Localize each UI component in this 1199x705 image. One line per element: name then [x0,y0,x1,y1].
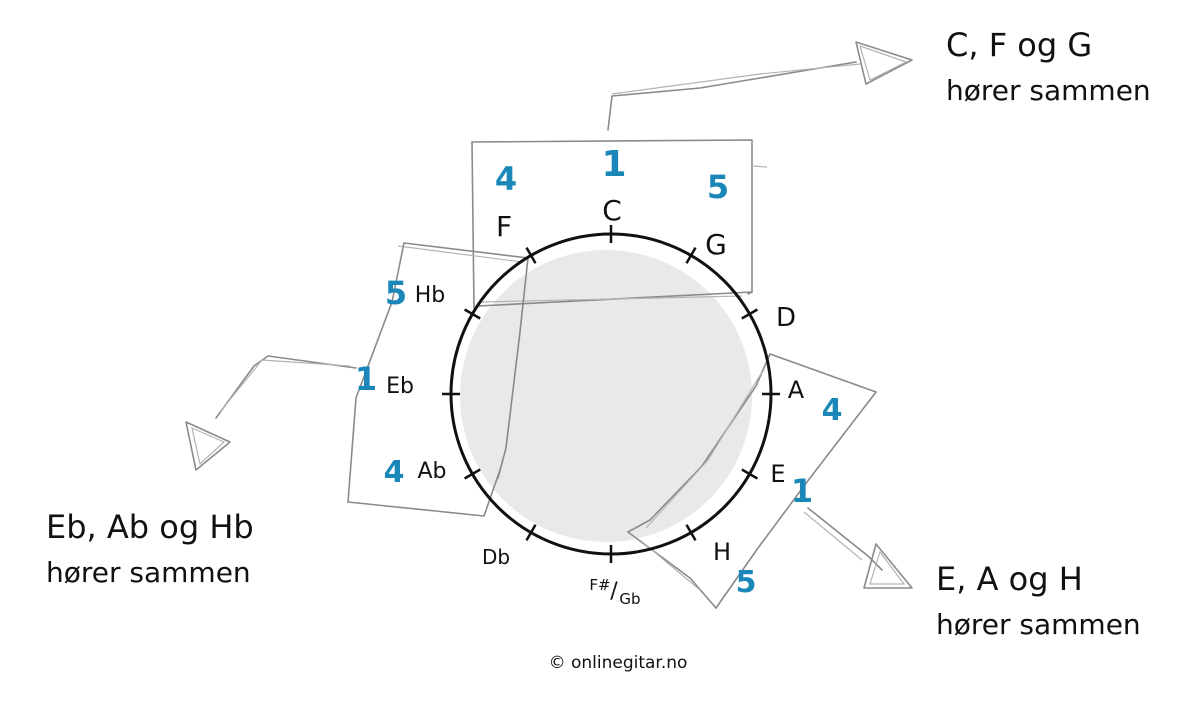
tick-d [741,308,759,320]
ring-ticks [442,225,780,563]
note-h-flat: Hb [415,283,446,308]
note-g-flat: Gb [619,590,640,608]
note-d-flat: Db [482,545,510,569]
c-group-box [471,139,768,309]
e-group-caption-line1: E, A og H [936,560,1083,598]
eb-group-caption-line1: Eb, Ab og Hb [46,508,254,546]
note-g: G [705,228,727,261]
tick-ab [463,468,481,480]
note-f-sharp: F# [589,576,610,594]
inner-disc [460,250,752,542]
c-group-caption-line2: hører sammen [946,74,1151,107]
e-group-arrow [803,507,913,589]
note-e-flat: Eb [386,374,414,399]
c-group-caption-line1: C, F og G [946,26,1092,64]
tick-h [685,524,697,542]
eb-group-degree-four: 4 [384,455,405,490]
e-group-degree-five: 5 [736,565,757,600]
eb-group-arrow [185,355,357,471]
e-group-caption-line2: hører sammen [936,608,1141,641]
eb-group-degree-five: 5 [385,274,407,312]
tick-e [741,468,759,480]
e-group-degree-four: 4 [822,393,843,428]
c-group-caption: C, F og G hører sammen [946,26,1151,107]
e-group-degree-one: 1 [791,472,813,510]
e-group-box [627,353,877,609]
eb-group-box [347,242,529,517]
note-a-flat: Ab [417,459,446,484]
c-group-degree-four: 4 [495,160,517,198]
tick-g [685,246,697,264]
note-f-sharp-slash: / [610,579,618,604]
degree-numbers: 1 4 5 4 1 5 5 1 4 [355,144,843,600]
note-f: F [496,210,512,243]
note-h: H [713,538,731,566]
eb-group-degree-one: 1 [355,360,377,398]
tick-f [525,246,537,264]
tick-db [525,524,537,542]
note-a: A [788,376,805,404]
note-d: D [776,303,796,333]
note-e: E [770,460,785,488]
note-c: C [602,194,622,227]
c-group-degree-five: 5 [707,168,729,206]
e-group-caption: E, A og H hører sammen [936,560,1141,641]
tick-hb [463,308,481,320]
credit-text: © onlinegitar.no [549,653,688,673]
c-group-degree-one: 1 [601,144,626,185]
eb-group-caption-line2: hører sammen [46,556,251,589]
c-group-arrow [607,41,913,131]
eb-group-caption: Eb, Ab og Hb hører sammen [46,508,254,589]
note-labels: C G D A E H F# / Gb Db Ab Eb Hb F [386,194,805,608]
